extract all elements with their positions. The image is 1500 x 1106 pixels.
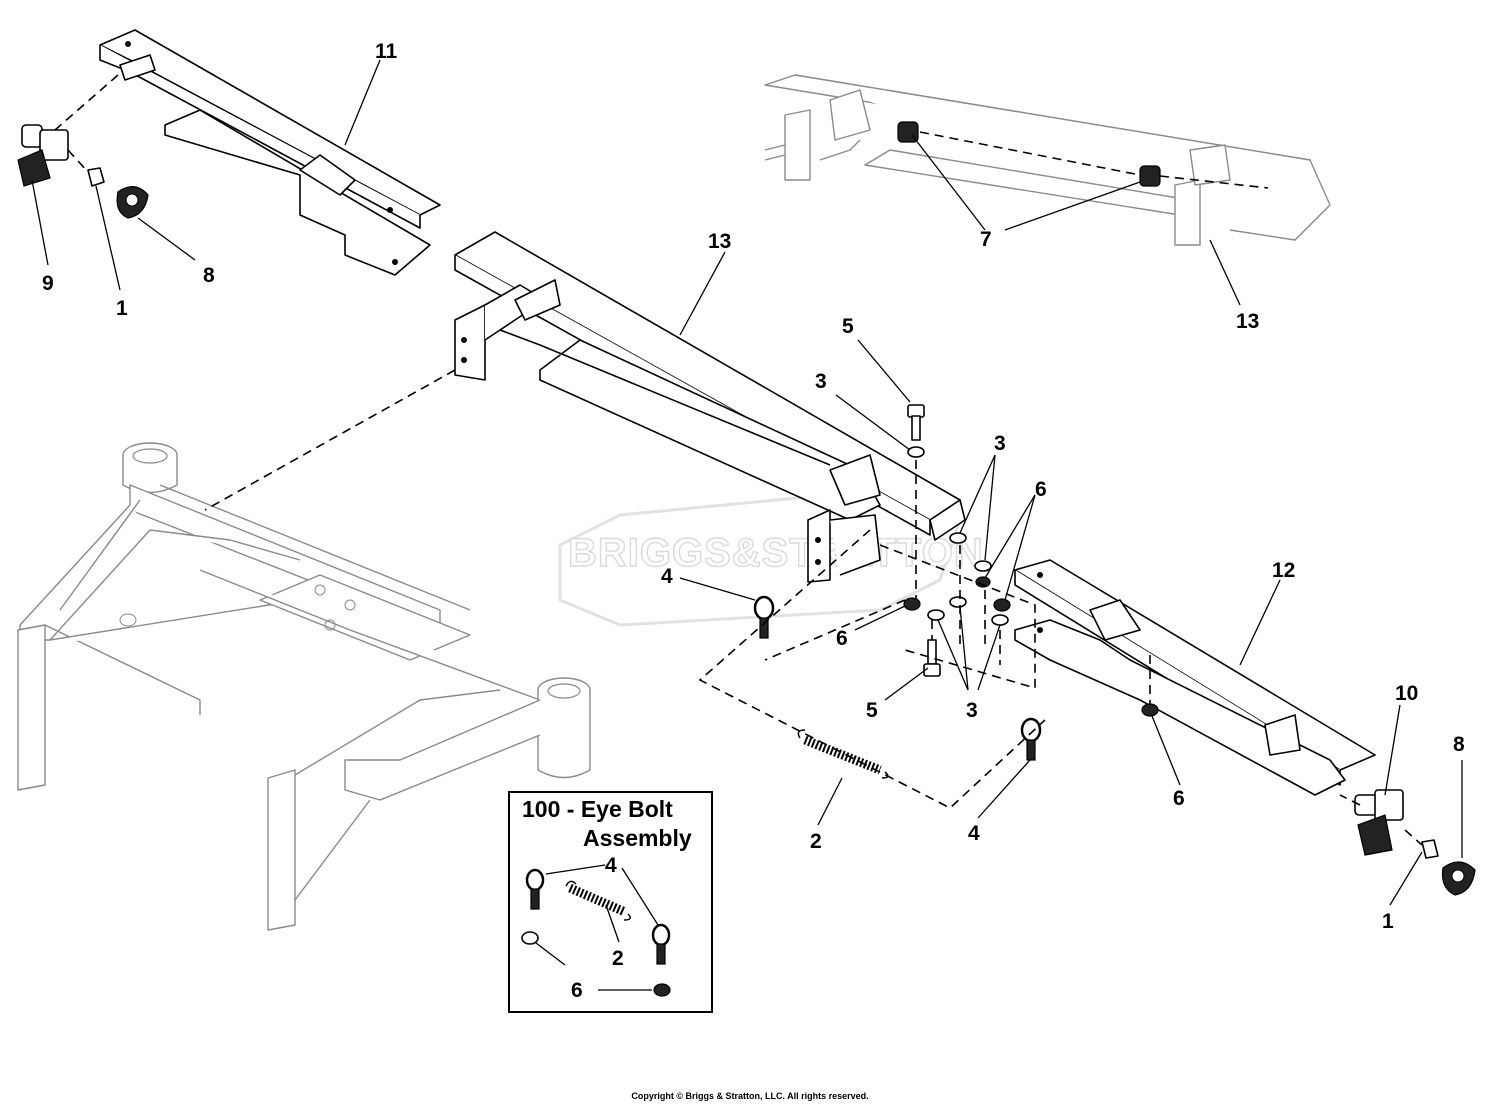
callout-7: 7 xyxy=(980,228,992,251)
callout-6-right: 6 xyxy=(1035,478,1047,501)
inset-callout-4: 4 xyxy=(605,854,617,877)
callout-11: 11 xyxy=(375,40,398,63)
part-13-ghost-rail xyxy=(764,74,1331,246)
watermark-text: BRIGGS&STRATTON xyxy=(568,531,984,575)
callout-2: 2 xyxy=(810,830,822,853)
callout-12: 12 xyxy=(1272,559,1295,582)
callout-1-right: 1 xyxy=(1382,910,1394,933)
callout-10: 10 xyxy=(1395,682,1418,705)
part-11-bracket xyxy=(99,29,441,276)
eye-bolt-assembly-inset: 100 - Eye Bolt Assembly 4 2 6 xyxy=(508,791,713,1013)
brand-watermark: BRIGGS&STRATTON xyxy=(558,488,984,627)
callout-3-right: 3 xyxy=(994,432,1006,455)
hardware-parts xyxy=(903,404,1159,717)
callout-1: 1 xyxy=(116,297,128,320)
inset-title-line2: Assembly xyxy=(583,825,692,851)
callout-5-upper: 5 xyxy=(842,315,854,338)
eye-bolts-spring xyxy=(753,595,1042,779)
copyright-notice: Copyright © Briggs & Stratton, LLC. All … xyxy=(631,1091,869,1101)
inset-callout-2: 2 xyxy=(612,947,624,970)
callout-4-left: 4 xyxy=(661,565,673,588)
callout-4-right: 4 xyxy=(968,822,980,845)
part-12-bracket xyxy=(1014,559,1376,796)
part-13-main-rail xyxy=(454,231,966,583)
callout-13: 13 xyxy=(708,230,731,253)
callout-9: 9 xyxy=(42,272,54,295)
callout-3-upper: 3 xyxy=(815,370,827,393)
right-pivot-assembly xyxy=(1354,789,1476,896)
callout-6-left: 6 xyxy=(836,627,848,650)
inset-title-line1: 100 - Eye Bolt xyxy=(522,796,673,822)
assembly-dashed-lines xyxy=(54,74,1423,846)
left-pivot-assembly xyxy=(17,124,149,219)
callout-6-lower: 6 xyxy=(1173,787,1185,810)
callout-13-ghost: 13 xyxy=(1236,310,1259,333)
leader-lines xyxy=(31,59,1463,906)
chassis-frame xyxy=(17,442,591,931)
callout-5-lower: 5 xyxy=(866,699,878,722)
inset-callout-6: 6 xyxy=(571,979,583,1002)
callout-8: 8 xyxy=(203,264,215,287)
callout-3-lower: 3 xyxy=(966,699,978,722)
callout-labels: 11 9 1 8 13 7 13 5 3 3 6 4 6 5 3 12 10 8… xyxy=(42,40,1465,933)
callout-8-right: 8 xyxy=(1453,733,1465,756)
